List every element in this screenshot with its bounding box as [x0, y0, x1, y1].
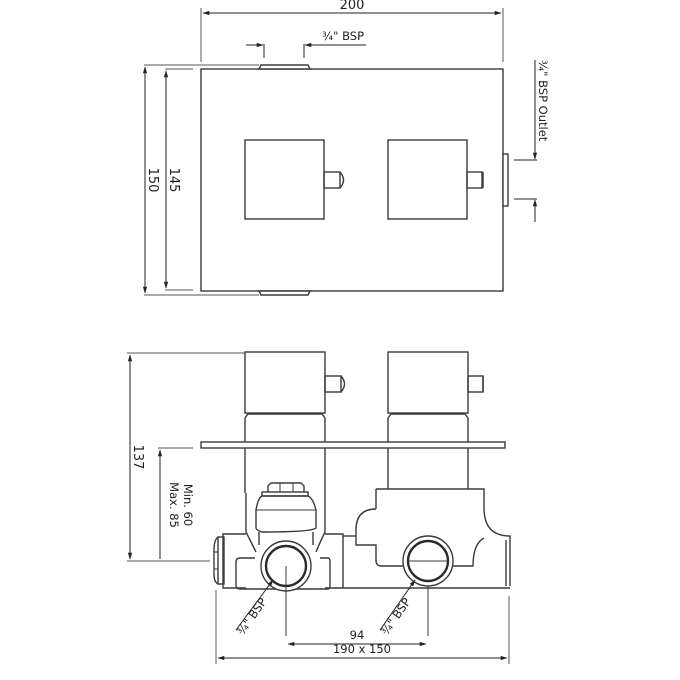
inlet-centres-label: 94 — [350, 628, 365, 642]
depth-dimension: 137 — [127, 352, 245, 562]
wall-depth-min-label: Min. 60 — [181, 484, 195, 526]
height-dimensions: 150 145 — [142, 64, 193, 296]
right-valve-body — [343, 488, 511, 636]
left-valve-body — [213, 482, 344, 636]
left-inlet-label: ¾" BSP — [234, 595, 270, 637]
right-handle-front — [387, 139, 484, 220]
wall-plate — [200, 441, 506, 449]
overall-depth-label: 137 — [130, 445, 145, 470]
outlet-dimension: ¾" BSP Outlet — [514, 60, 550, 222]
inlet-centres-dimension: 94 — [287, 628, 427, 647]
width-label: 200 — [340, 0, 365, 13]
front-plate — [200, 68, 504, 292]
wall-depth-dimension: Min. 60 Max. 85 — [157, 447, 195, 559]
outlet-label: ¾" BSP Outlet — [536, 60, 550, 142]
outer-height-label: 150 — [145, 168, 160, 193]
bottom-inlet-boss — [257, 290, 312, 296]
top-inlet-label: ¾" BSP — [322, 29, 364, 43]
left-handle-front — [244, 139, 345, 220]
wall-depth-max-label: Max. 85 — [167, 482, 181, 528]
front-view: 200 ¾" BSP 150 145 — [142, 0, 550, 296]
side-view: 137 Min. 60 Max. 85 — [127, 351, 511, 664]
top-inlet-boss — [257, 64, 312, 70]
outlet-boss — [502, 153, 509, 207]
inner-height-label: 145 — [166, 168, 181, 193]
left-handle-side — [244, 351, 346, 442]
top-inlet-dimension: ¾" BSP — [246, 29, 366, 58]
width-dimension: 200 — [200, 0, 504, 62]
right-inlet-label: ¾" BSP — [378, 595, 414, 637]
plate-size-label: 190 x 150 — [333, 642, 391, 656]
plate-size-dimension: 190 x 150 — [215, 590, 510, 664]
right-handle-side — [387, 351, 484, 442]
